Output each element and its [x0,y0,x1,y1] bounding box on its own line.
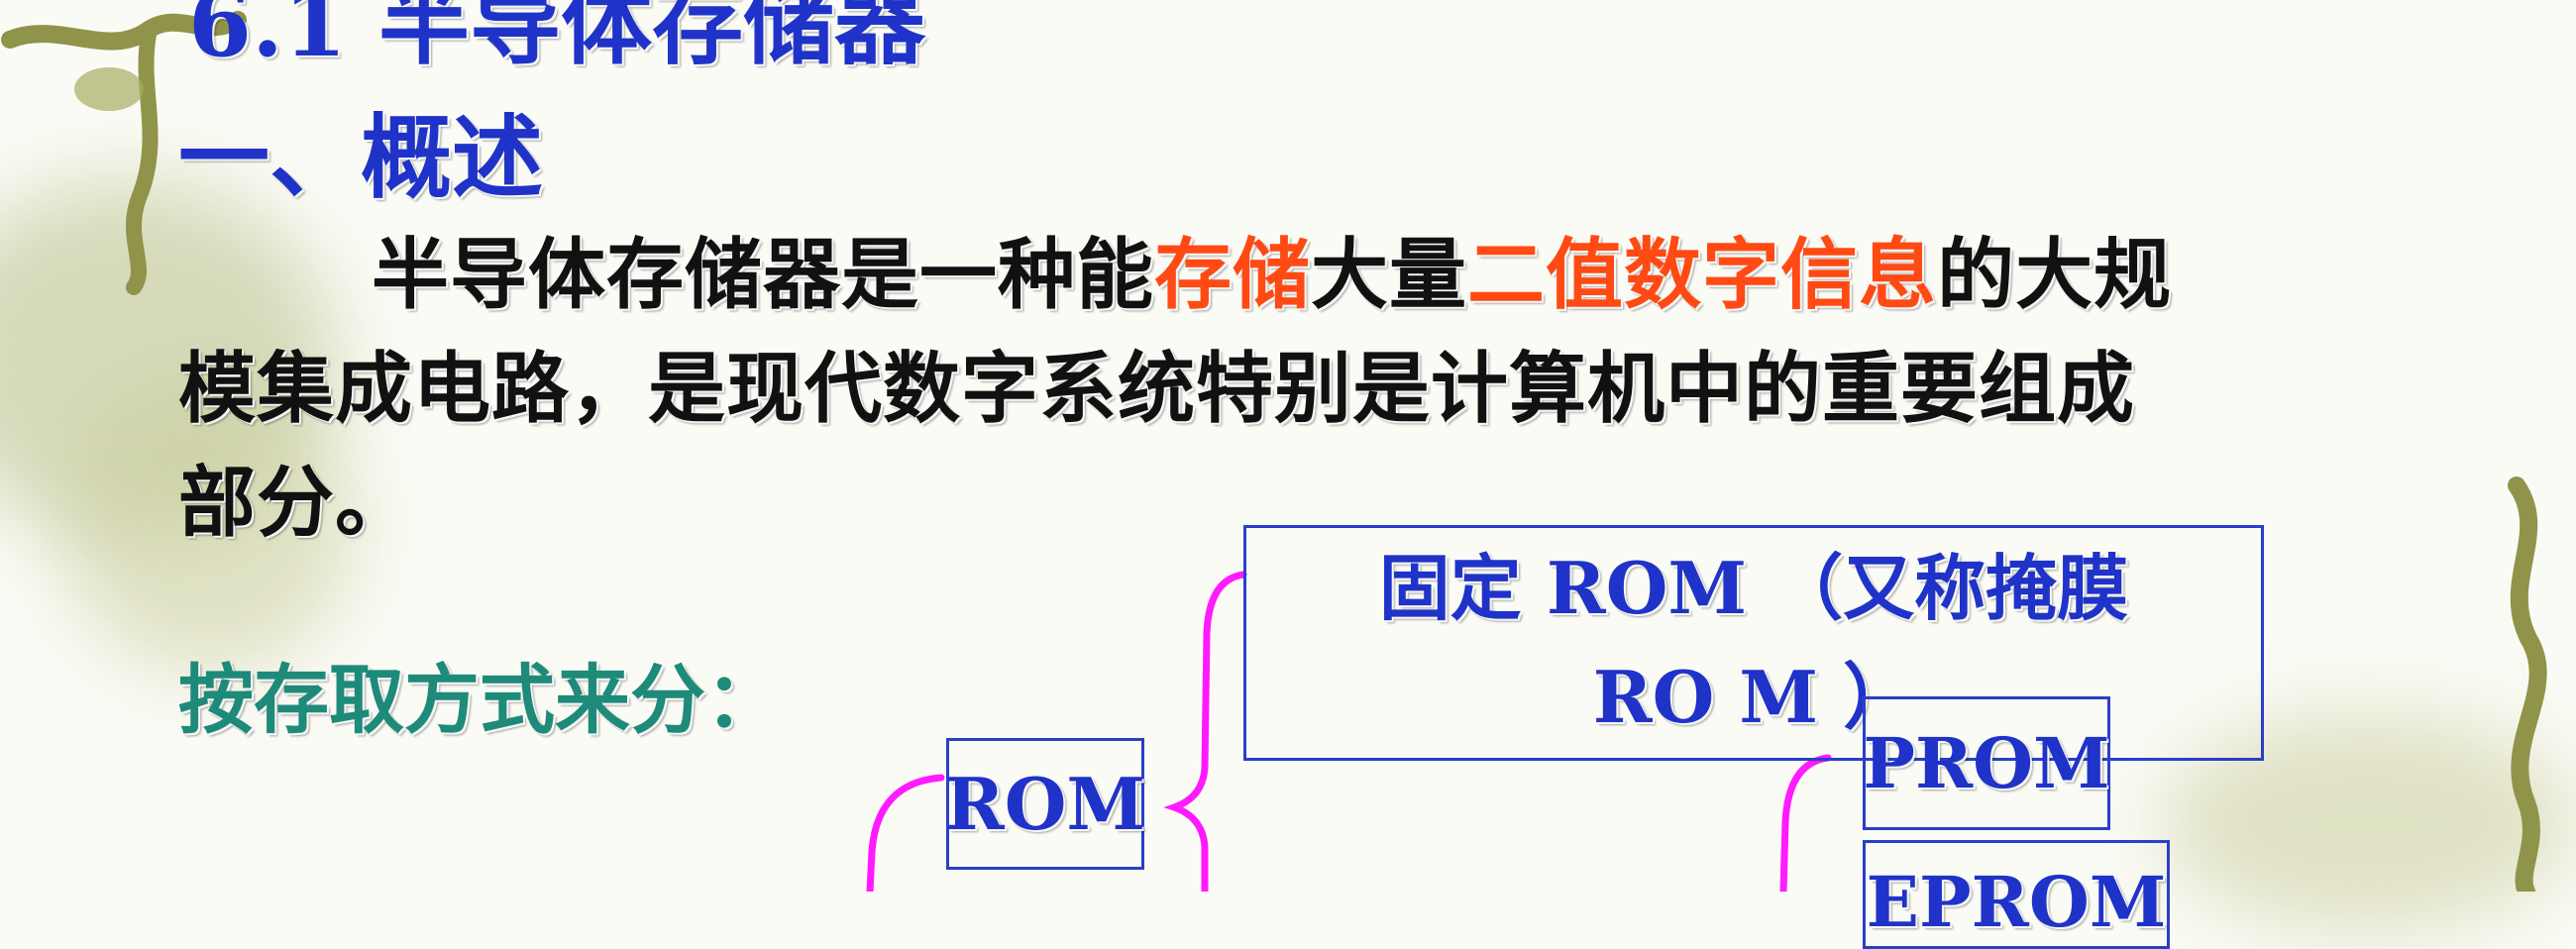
highlight-text: 二值数字信息 [1467,230,1938,320]
classify-label: 按存取方式来分： [178,656,781,744]
background-blob [59,376,357,674]
rom-box: ROM [945,738,1145,870]
prom-box: PROM [1863,696,2110,830]
paragraph-text: 大量 [1311,230,1468,320]
page-title: 一、概述 [178,104,544,211]
highlight-text: 存储 [1154,230,1312,320]
vine-decoration-right [2508,476,2547,892]
vine-decoration-left [1,11,247,295]
paragraph-text: 的大规 [1937,230,2173,320]
paragraph-line-2: 模集成电路，是现代数字系统特别是计算机中的重要组成 [178,344,2136,434]
paragraph-text: 半导体存储器是一种能 [372,230,1155,320]
section-heading: 6.1 半导体存储器 [188,0,926,77]
paragraph-line-3: 部分。 [178,458,414,548]
eprom-box: EPROM [1863,840,2170,949]
paragraph-line-1: 半导体存储器是一种能存储大量二值数字信息的大规 [372,213,2172,324]
fixed-rom-box: 固定 ROM （又称掩膜 RO M ） [1243,525,2264,761]
